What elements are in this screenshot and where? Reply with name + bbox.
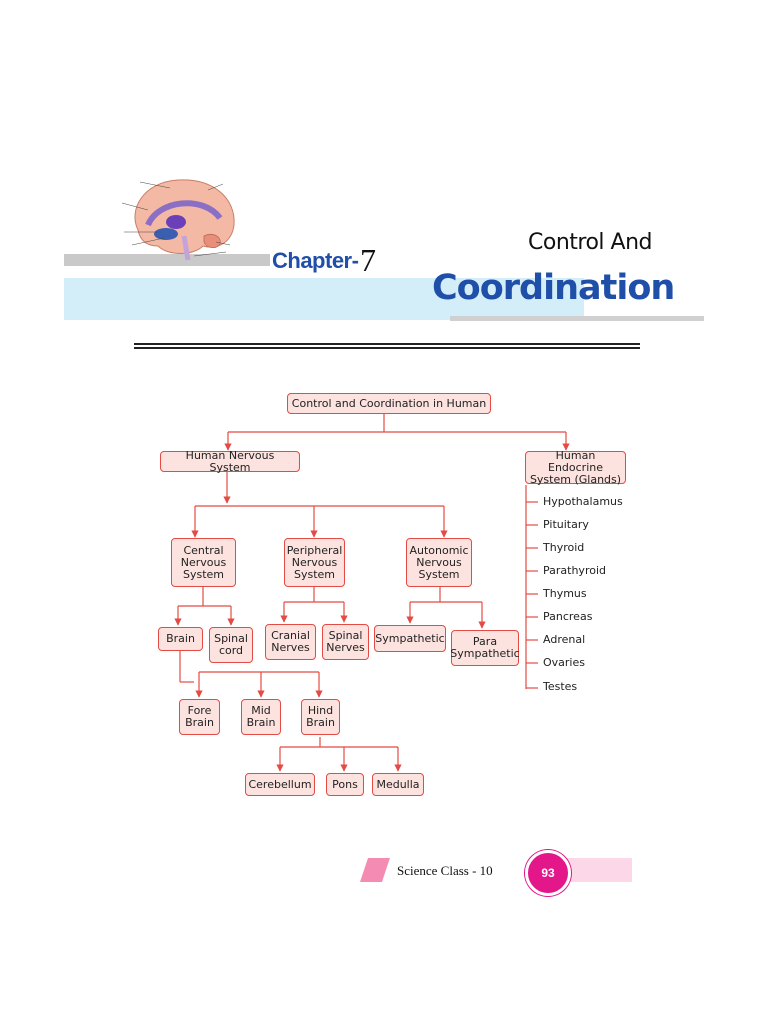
node-central-nervous-system: Central Nervous System <box>171 538 236 587</box>
chapter-label: Chapter- <box>272 248 359 273</box>
node-hind-brain: Hind Brain <box>301 699 340 735</box>
node-autonomic-nervous-system: Autonomic Nervous System <box>406 538 472 587</box>
footer-book-label: Science Class - 10 <box>397 863 493 878</box>
gland-item: Testes <box>543 680 578 693</box>
node-spinal-nerves: Spinal Nerves <box>322 624 369 660</box>
chapter-title-line1: Control And <box>528 230 652 255</box>
chapter-title-line2: Coordination <box>432 268 675 308</box>
header-grey-bar-left <box>64 254 270 266</box>
node-brain: Brain <box>158 627 203 651</box>
node-medulla: Medulla <box>372 773 424 796</box>
gland-item: Adrenal <box>543 633 586 646</box>
chapter-number: 7 <box>360 242 376 278</box>
node-human-nervous-system: Human Nervous System <box>160 449 300 473</box>
divider-rule-bottom <box>134 347 640 349</box>
node-spinal-cord: Spinal cord <box>209 627 253 663</box>
gland-item: Pancreas <box>543 610 593 623</box>
gland-item: Parathyroid <box>543 564 606 577</box>
gland-item: Ovaries <box>543 656 585 669</box>
node-mid-brain: Mid Brain <box>241 699 281 735</box>
node-peripheral-nervous-system: Peripheral Nervous System <box>284 538 345 587</box>
node-cranial-nerves: Cranial Nerves <box>265 624 316 660</box>
gland-item: Hypothalamus <box>543 495 623 508</box>
node-human-endocrine-system: Human Endocrine System (Glands) <box>525 449 626 485</box>
brain-illustration <box>121 179 235 261</box>
gland-item: Pituitary <box>543 518 589 531</box>
node-sympathetic: Sympathetic <box>374 625 446 652</box>
page-number-badge: 93 <box>525 850 571 896</box>
node-control-coordination-human: Control and Coordination in Human <box>287 393 491 414</box>
gland-item: Thymus <box>543 587 587 600</box>
node-fore-brain: Fore Brain <box>179 699 220 735</box>
divider-rule-top <box>134 343 640 345</box>
gland-item: Thyroid <box>543 541 585 554</box>
header-grey-bar-right <box>450 316 704 321</box>
node-pons: Pons <box>326 773 364 796</box>
node-cerebellum: Cerebellum <box>245 773 315 796</box>
header-blue-band <box>64 278 584 320</box>
node-para-sympathetic: Para Sympathetic <box>450 630 520 666</box>
